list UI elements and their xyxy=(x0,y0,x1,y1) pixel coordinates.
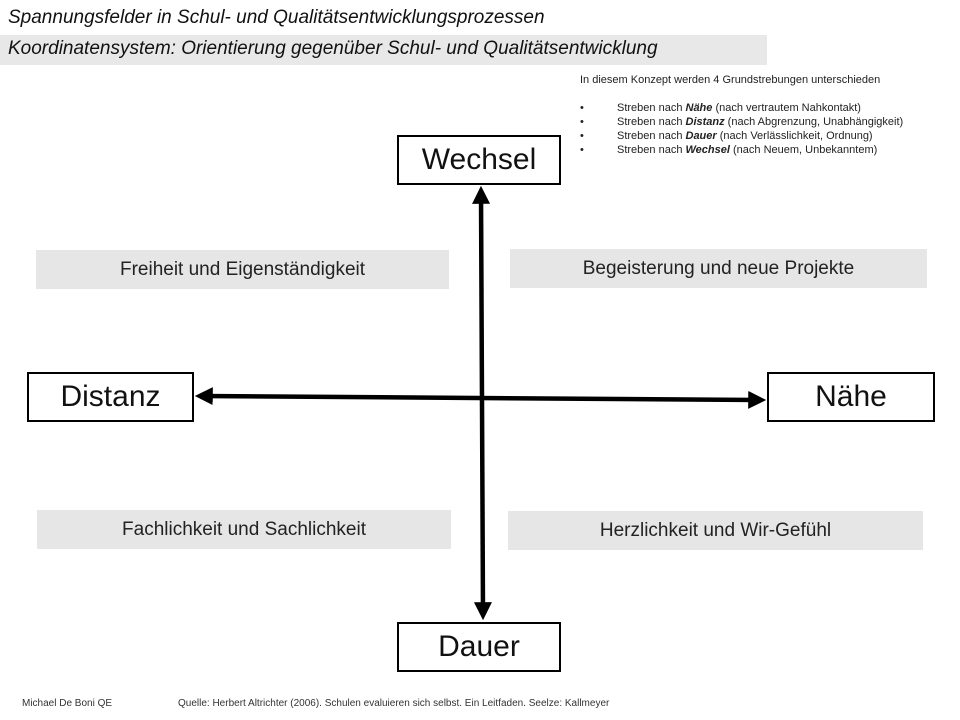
pole-distanz: Distanz xyxy=(27,372,194,422)
slide-subtitle-bar: Koordinatensystem: Orientierung gegenübe… xyxy=(0,35,767,65)
quadrant-top-right: Begeisterung und neue Projekte xyxy=(510,249,927,288)
intro-list-item: •Streben nach Wechsel (nach Neuem, Unbek… xyxy=(580,144,878,156)
slide-title: Spannungsfelder in Schul- und Qualitätse… xyxy=(8,7,545,28)
intro-list-item: •Streben nach Dauer (nach Verlässlichkei… xyxy=(580,130,873,142)
pole-dauer: Dauer xyxy=(397,622,561,672)
vertical-axis-arrow xyxy=(472,185,492,621)
intro-list-item: •Streben nach Distanz (nach Abgrenzung, … xyxy=(580,116,904,128)
quadrant-bottom-right: Herzlichkeit und Wir-Gefühl xyxy=(508,511,923,550)
intro-text: In diesem Konzept werden 4 Grundstrebung… xyxy=(580,74,881,86)
footer-source: Quelle: Herbert Altrichter (2006). Schul… xyxy=(178,698,610,709)
quadrant-top-left: Freiheit und Eigenständigkeit xyxy=(36,250,449,289)
pole-naehe: Nähe xyxy=(767,372,935,422)
footer-author: Michael De Boni QE xyxy=(22,698,113,709)
quadrant-bottom-left: Fachlichkeit und Sachlichkeit xyxy=(37,510,451,549)
bullet-icon: • xyxy=(580,130,584,142)
intro-panel: In diesem Konzept werden 4 Grundstrebung… xyxy=(580,73,956,157)
pole-wechsel: Wechsel xyxy=(397,135,561,185)
intro-list: •Streben nach Nähe (nach vertrautem Nahk… xyxy=(580,101,956,157)
slide-subtitle: Koordinatensystem: Orientierung gegenübe… xyxy=(8,38,658,59)
intro-list-item: •Streben nach Nähe (nach vertrautem Nahk… xyxy=(580,102,861,114)
horizontal-axis-arrow xyxy=(194,387,767,409)
bullet-icon: • xyxy=(580,116,584,128)
bullet-icon: • xyxy=(580,102,584,114)
bullet-icon: • xyxy=(580,144,584,156)
